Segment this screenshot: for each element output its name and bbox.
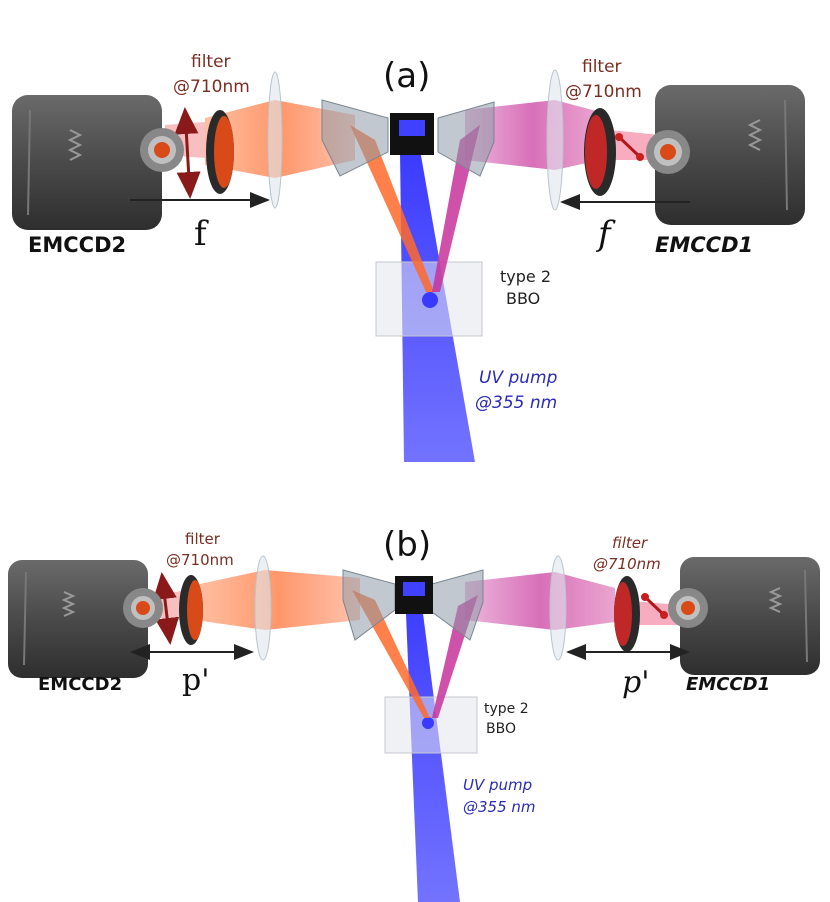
left-filter-label-2: @710nm [166, 551, 234, 569]
emccd2-label: EMCCD2 [28, 233, 126, 257]
pump-label-1: UV pump [463, 776, 532, 794]
beam-block-window [399, 120, 425, 136]
left-mirror [321, 99, 389, 177]
right-polarization-dumbbell [615, 133, 644, 161]
left-beam-free [195, 570, 360, 630]
emccd1-label: EMCCD1 [655, 233, 753, 257]
right-filter [584, 108, 616, 196]
right-filter-label-1: filter [612, 534, 648, 552]
left-polarization-arrow [174, 107, 201, 199]
right-mirror [431, 569, 484, 641]
left-filter-label-1: filter [191, 52, 231, 72]
right-lens [546, 69, 564, 211]
beam-block-window [403, 582, 425, 596]
left-distance-label: f [194, 214, 209, 254]
emccd2-camera [12, 95, 184, 230]
emccd1-label: EMCCD1 [686, 674, 770, 695]
bbo-crystal [375, 261, 483, 337]
right-filter-label-2: @710nm [593, 555, 661, 573]
right-distance-label: p' [622, 665, 649, 700]
crystal-label-1: type 2 [484, 701, 529, 717]
right-lens [549, 555, 567, 661]
pump-label-2: @355 nm [463, 798, 536, 816]
left-lens [267, 71, 283, 209]
right-mirror [437, 101, 495, 177]
right-filter-label-2: @710nm [565, 82, 642, 102]
left-distance-label: p' [182, 663, 209, 698]
crystal-label-1: type 2 [500, 267, 551, 286]
left-mirror [342, 569, 396, 641]
right-beam-free [465, 572, 615, 630]
emccd1-camera [646, 85, 805, 225]
left-lens [254, 555, 272, 661]
right-beam-free [465, 100, 600, 170]
left-filter-label-2: @710nm [173, 77, 250, 97]
left-filter-label-1: filter [185, 530, 221, 548]
left-filter [179, 575, 203, 645]
pump-label-2: @355 nm [475, 393, 557, 413]
panel-a-label: (a) [383, 56, 430, 96]
emccd2-camera [8, 560, 163, 678]
panel-b: (b) filter @710nm filter @710nm EMCCD2 E… [8, 525, 820, 902]
left-beam [350, 125, 434, 292]
emccd2-label: EMCCD2 [38, 674, 122, 695]
crystal-spot [422, 717, 434, 729]
crystal-label-2: BBO [506, 289, 540, 308]
panel-b-label: (b) [383, 525, 431, 565]
right-distance-label: f [595, 214, 616, 254]
right-filter-label-1: filter [582, 57, 622, 77]
right-filter [614, 576, 640, 652]
crystal-spot [422, 292, 438, 308]
left-polarization-arrow [152, 572, 180, 645]
crystal-label-2: BBO [486, 721, 516, 737]
emccd1-camera [668, 557, 820, 675]
panel-a: (a) filter @710nm filter @710nm EMCCD2 E… [12, 52, 805, 462]
pump-label-1: UV pump [479, 368, 558, 388]
left-filter [206, 110, 234, 194]
right-polarization-dumbbell [641, 593, 668, 619]
